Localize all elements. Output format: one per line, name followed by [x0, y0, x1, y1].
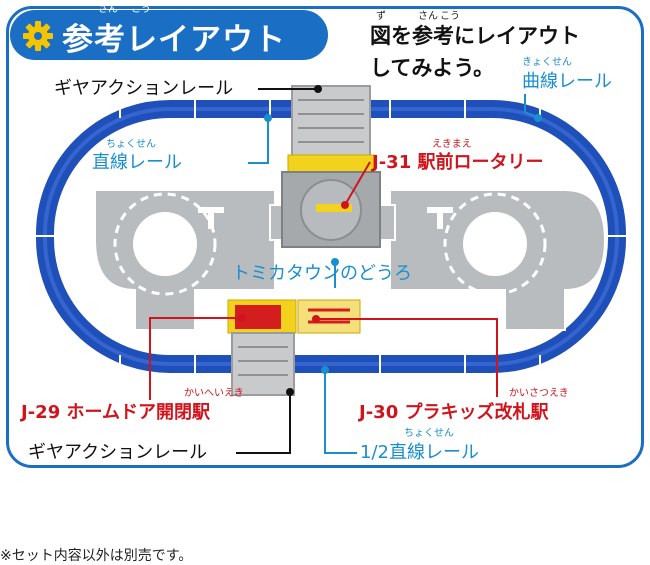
gear-icon: [23, 21, 53, 51]
intro-ruby-san: さん: [418, 11, 438, 22]
label-half-straight-ruby: ちょくせん: [404, 428, 454, 439]
rotary-arm: [316, 204, 352, 212]
callout-lines: [149, 88, 539, 454]
gear-action-rail-bottom: [231, 332, 295, 396]
label-j31: J-31 駅前ロータリー: [372, 152, 544, 173]
label-gear-rail-bottom: ギヤアクションレール: [28, 442, 208, 463]
j30-plakids-gate: [297, 299, 361, 334]
t-junction-icon-right: [427, 207, 453, 229]
road-markings: [113, 192, 547, 296]
road-roundabout-right: [463, 212, 527, 276]
label-j31-ruby: えきまえ: [432, 139, 472, 150]
title-ruby-kou: こう: [131, 4, 151, 15]
gear-rail-ties-top: [298, 99, 364, 143]
intro-text: 図を参考にレイアウト してみよう。: [370, 20, 580, 84]
road-roundabout-left: [133, 212, 197, 276]
label-straight-ruby: ちょくせん: [106, 139, 156, 150]
station-roof-top: [287, 154, 375, 174]
label-curve-ruby: きょくせん: [522, 57, 572, 68]
intro-line-2: してみよう。: [370, 56, 495, 80]
intro-ruby-zu: ず: [376, 11, 386, 22]
gear-rail-ties-bottom: [238, 346, 288, 376]
label-j30-ruby: かいさつえき: [509, 388, 569, 399]
callout-dots: [238, 85, 542, 396]
label-gear-rail-top: ギヤアクションレール: [54, 78, 234, 99]
intro-line-1: 図を参考にレイアウト: [370, 24, 580, 48]
label-curve-rail: 曲線レール: [522, 71, 612, 92]
title-ruby-san: さん: [98, 4, 118, 15]
intro-ruby-kou: こう: [440, 11, 460, 22]
title-banner: [10, 10, 328, 60]
label-straight-rail: 直線レール: [92, 152, 182, 173]
label-j30: J-30 プラキッズ改札駅: [359, 402, 549, 423]
page-title: 参考レイアウト: [62, 22, 286, 58]
label-j29-ruby: かいへいえき: [184, 388, 244, 399]
footnote: ※セット内容以外は別売です。: [0, 548, 193, 564]
label-half-straight-rail: 1/2直線レール: [360, 442, 479, 463]
label-j29: J-29 ホームドア開閉駅: [21, 402, 210, 423]
rail-joints: [36, 100, 626, 373]
label-town-road: トミカタウンのどうろ: [232, 263, 412, 284]
t-junction-icon: [198, 207, 224, 229]
gear-action-rail-top: [291, 85, 371, 159]
